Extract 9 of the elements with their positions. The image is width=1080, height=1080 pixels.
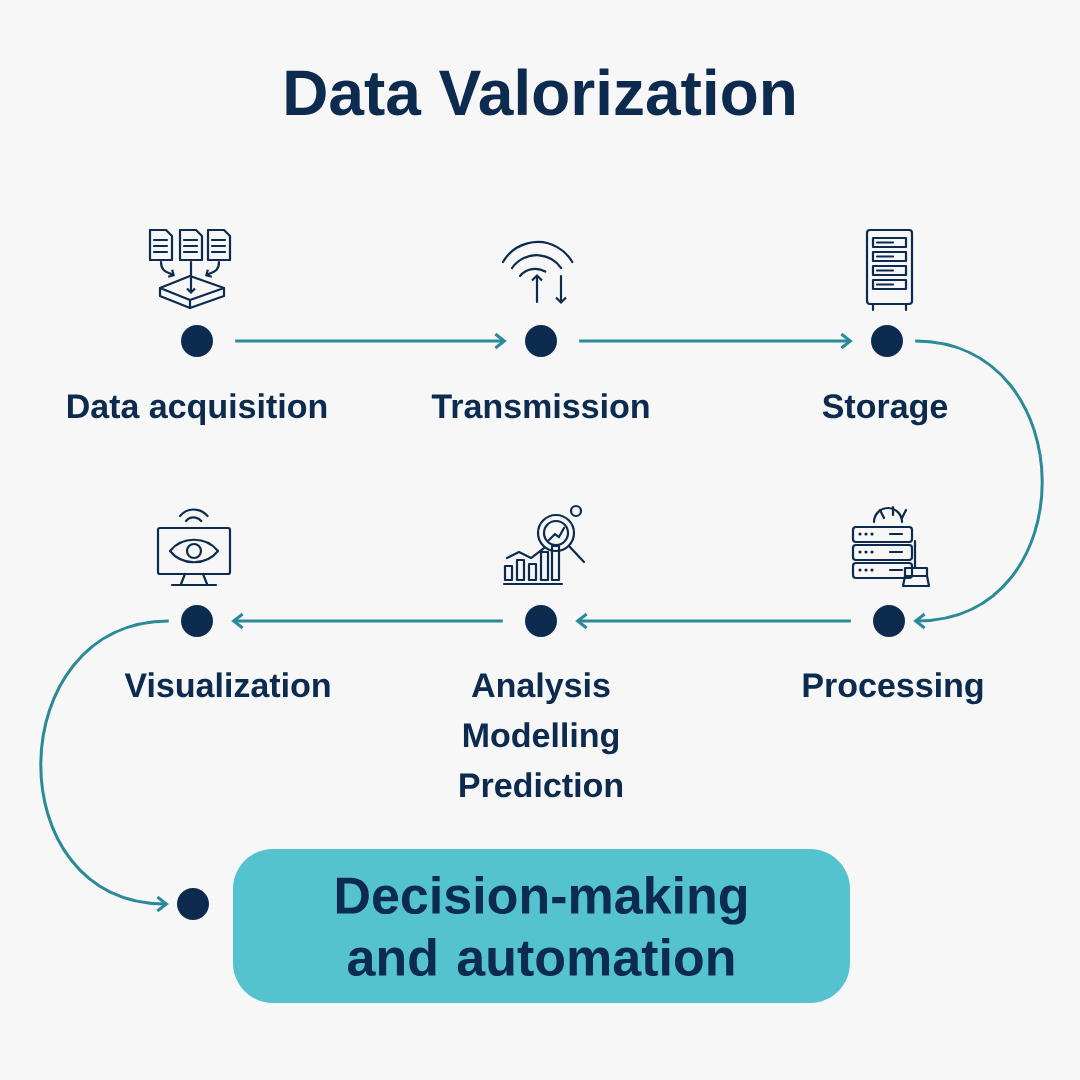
arrow [231, 612, 503, 630]
arrow [575, 612, 851, 630]
arrow [579, 332, 853, 350]
arrow [913, 339, 1044, 630]
arrow [235, 332, 507, 350]
title: Data Valorization [286, 68, 794, 116]
dot-marker [177, 888, 209, 920]
decision-box: Decision-making and automation [233, 849, 850, 1003]
arrow [39, 619, 169, 913]
